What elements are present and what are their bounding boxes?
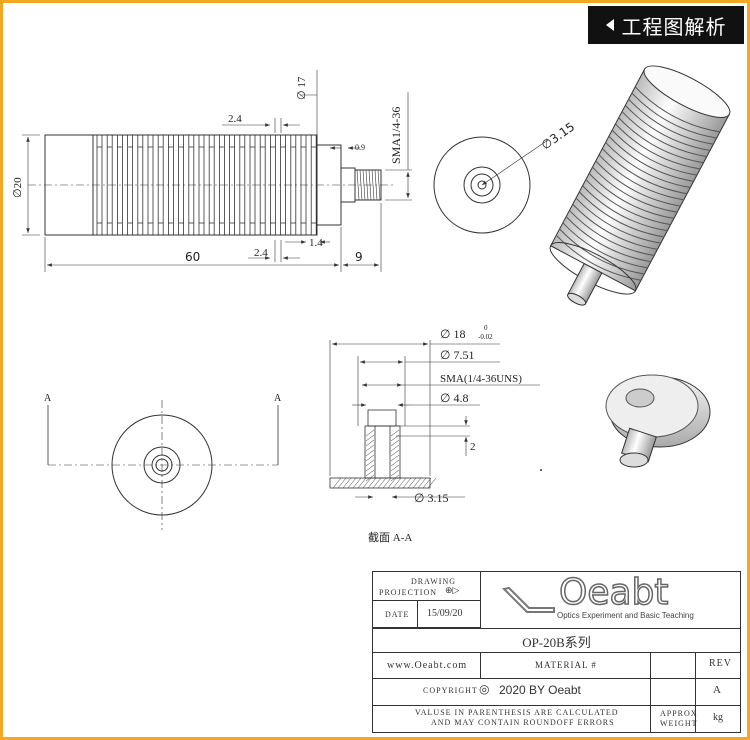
dim-d48: ∅ 4.8: [440, 391, 468, 405]
section-mark-left: A: [44, 393, 52, 404]
rev-value: A: [713, 684, 721, 696]
dim-d315-section: ∅ 3.15: [414, 491, 448, 505]
dim-0-9: 0.9: [355, 143, 365, 152]
copyright-label: COPYRIGHT: [423, 686, 478, 695]
front-outer-circle: [433, 136, 531, 234]
title-block: DRAWING PROJECTION ⊕▷ DATE 15/09/20 Oeab…: [372, 571, 741, 733]
dim-d751: ∅ 7.51: [440, 348, 474, 362]
dim-length-9: 9: [355, 250, 363, 264]
side-view: [22, 70, 412, 272]
front-view: [433, 136, 549, 234]
dim-fin-pitch-bottom: 2.4: [254, 247, 268, 259]
copyright-icon: ◎: [479, 682, 490, 696]
section-view: [329, 340, 540, 499]
drawing-label: DRAWING: [411, 577, 457, 586]
dim-fin-pitch-top: 2.4: [228, 113, 242, 125]
date-label: DATE: [385, 610, 410, 619]
isometric-flange: [605, 374, 711, 468]
dim-sma-side: SMA1/4-36: [389, 107, 403, 164]
section-caption: 截面 A-A: [368, 530, 412, 544]
section-mark-right: A: [274, 393, 282, 404]
dim-d18: ∅ 18: [440, 327, 465, 341]
dim-d17: ∅ 17: [296, 76, 308, 100]
dim-d20: ∅20: [12, 177, 24, 198]
projection-label: PROJECTION: [379, 588, 438, 597]
analysis-tag[interactable]: 工程图解析: [588, 6, 744, 44]
back-arrow-icon[interactable]: [605, 19, 614, 31]
heatsink-body: [44, 134, 318, 236]
website[interactable]: www.Oeabt.com: [387, 660, 468, 671]
oeabt-logo: Oeabt Optics Experiment and Basic Teachi…: [499, 571, 714, 624]
bottom-front-view: [47, 400, 279, 530]
dim-d18-tol-lower: -0.02: [478, 333, 493, 341]
rev-label: REV: [709, 658, 732, 669]
weight-label: WEIGHT: [660, 719, 698, 728]
dim-1-4: 1.4: [309, 237, 323, 249]
stray-dot: [540, 469, 542, 471]
logo-subtitle: Optics Experiment and Basic Teaching: [557, 611, 694, 620]
part-name: OP-20B系列: [522, 635, 591, 650]
note-line-1: VALUSE IN PARENTHESIS ARE CALCULATED: [415, 708, 619, 717]
date-value: 15/09/20: [427, 608, 463, 619]
isometric-cylinder: [549, 65, 731, 306]
note-line-2: AND MAY CONTAIN ROUNDOFF ERRORS: [431, 718, 615, 727]
material-label: MATERIAL #: [535, 660, 597, 670]
logo-bracket-icon: [501, 586, 555, 613]
weight-unit: kg: [713, 712, 723, 723]
dim-length-60: 60: [185, 250, 200, 264]
dim-2: 2: [470, 441, 476, 453]
dim-d315-front: ∅3.15: [539, 120, 577, 153]
tag-label: 工程图解析: [621, 14, 727, 39]
copyright-text: 2020 BY Oeabt: [499, 683, 581, 697]
dim-d18-tol-upper: 0: [484, 324, 488, 332]
dim-sma-section: SMA(1/4-36UNS): [440, 373, 522, 385]
projection-symbol-icon: ⊕▷: [445, 585, 460, 595]
approx-label: APPROX: [660, 709, 698, 718]
logo-text: Oeabt: [558, 571, 669, 614]
